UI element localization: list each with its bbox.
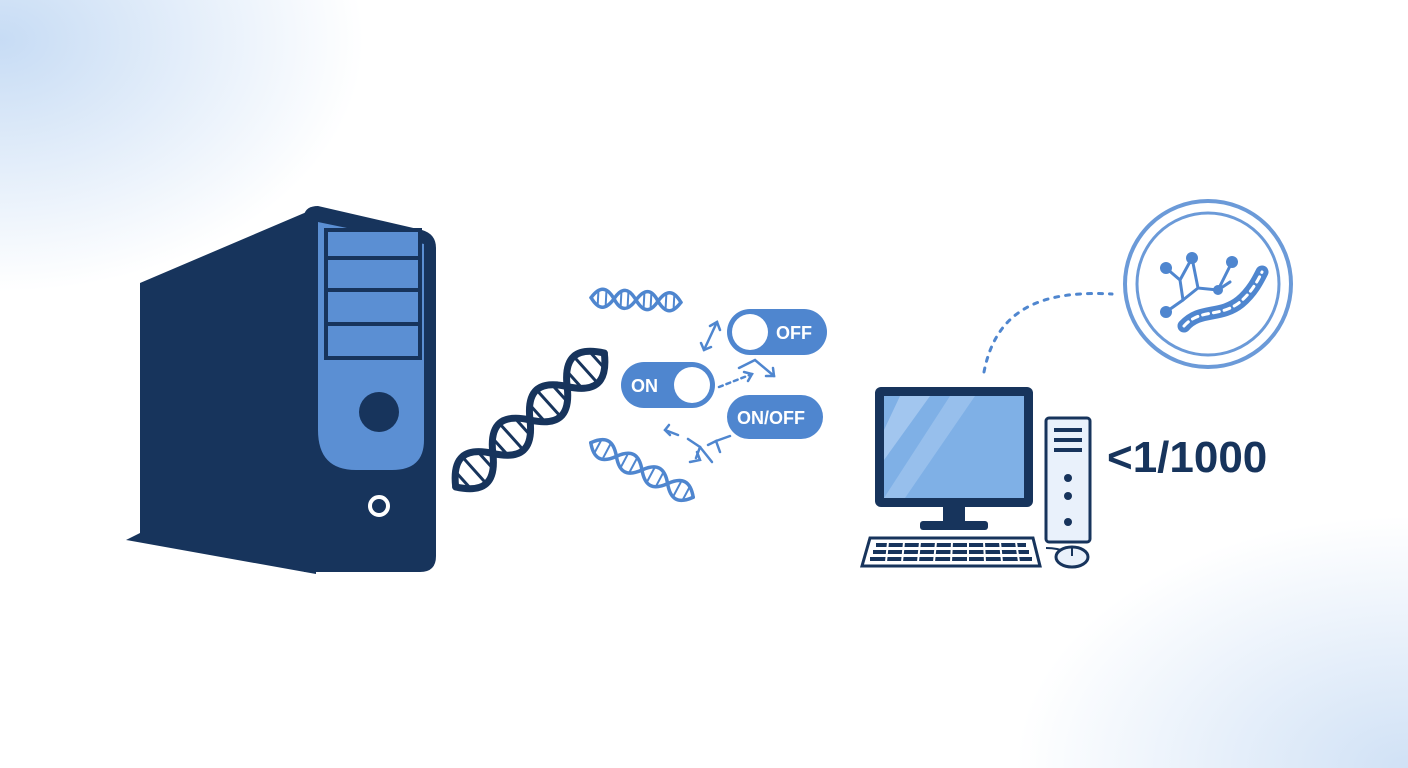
toggle-on-knob-icon — [674, 367, 710, 403]
dotted-connector — [982, 292, 1114, 374]
toggle-on-label: ON — [631, 376, 658, 396]
toggle-off-knob-icon — [732, 314, 768, 350]
toggle-off-switch: OFF — [727, 309, 827, 355]
neuron-circle-icon — [1123, 199, 1293, 369]
server-tower-icon — [126, 206, 436, 574]
ratio-label: <1/1000 — [1107, 433, 1267, 482]
drive-bay-4 — [324, 322, 422, 360]
server-disc — [359, 392, 399, 432]
keyboard-icon — [860, 536, 1042, 568]
toggle-onoff-switch: ON/OFF — [727, 395, 823, 439]
dna-helix-small-top-icon — [589, 287, 683, 313]
transition-arrows-icon — [663, 320, 776, 464]
toggle-on-switch: ON — [621, 362, 715, 408]
dna-helix-small-bottom-icon — [589, 438, 695, 502]
dna-helix-icon — [451, 347, 609, 493]
toggle-off-label: OFF — [776, 323, 812, 343]
desktop-computer-icon — [860, 387, 1092, 569]
drive-bay-1 — [324, 228, 422, 260]
toggle-onoff-label: ON/OFF — [737, 408, 805, 428]
mouse-icon — [1045, 545, 1090, 569]
power-button-icon — [368, 495, 390, 517]
drive-bay-3 — [324, 288, 422, 326]
drive-bay-2 — [324, 256, 422, 292]
desktop-tower — [1044, 416, 1092, 544]
